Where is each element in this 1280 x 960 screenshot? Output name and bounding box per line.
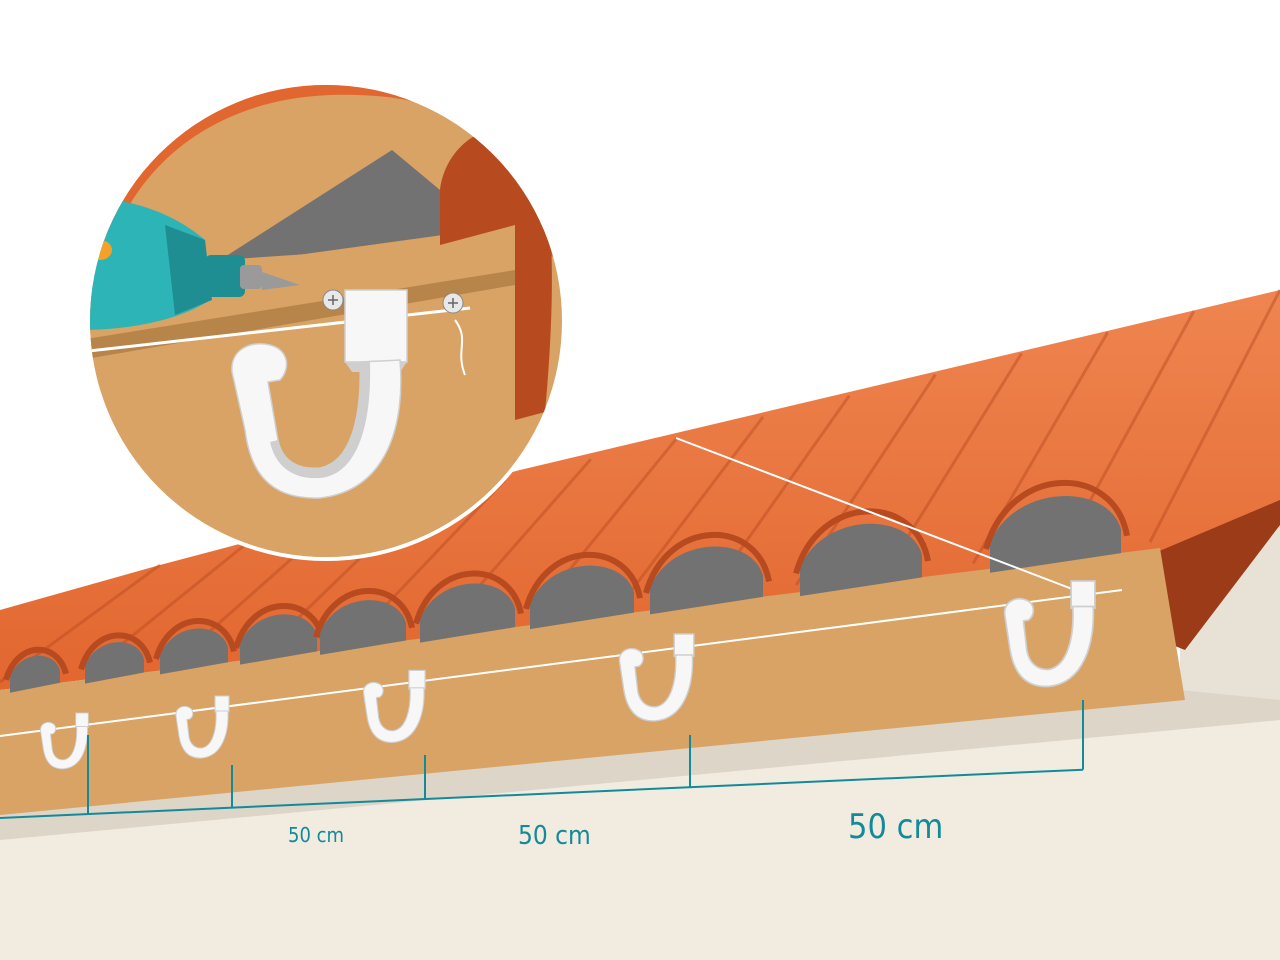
- tile-gap: [420, 583, 515, 643]
- dimension-baseline: [0, 768, 1084, 819]
- ground-shadow: [0, 690, 1280, 840]
- roof-end-cap: [1150, 500, 1280, 650]
- inset-gutter-bracket: [231, 289, 408, 499]
- tile-gap: [85, 642, 144, 684]
- screw-icon: [322, 289, 344, 311]
- dimension-label-3: 50 cm: [848, 807, 943, 847]
- tile-arch: [313, 588, 415, 638]
- tile-arch-row: [3, 479, 1130, 693]
- gutter-bracket: [1003, 580, 1096, 688]
- gutter-bracket: [175, 695, 230, 759]
- tile-arch: [78, 632, 153, 671]
- gutter-bracket: [40, 712, 89, 770]
- tile-gap: [160, 628, 228, 675]
- dimension-lines: [0, 700, 1084, 819]
- tile-gap: [800, 523, 922, 597]
- gutter-bracket: [618, 633, 695, 722]
- inset-roof-tile: [90, 85, 562, 260]
- inset-fascia-board: [90, 225, 560, 557]
- tile-gap: [10, 655, 60, 693]
- magnified-inset: [86, 81, 566, 561]
- tile-gap: [990, 496, 1121, 573]
- tile-arch: [793, 508, 931, 575]
- tile-gap: [650, 546, 763, 615]
- string-line-to-inset: [675, 437, 1081, 593]
- tile-arch: [153, 618, 237, 660]
- tile-gap: [320, 600, 406, 655]
- tile-arch: [643, 532, 772, 594]
- drill-icon: [90, 199, 300, 330]
- roof-tile-field: [0, 290, 1280, 690]
- tile-gap: [530, 565, 634, 630]
- dimension-label-1: 50 cm: [288, 823, 344, 847]
- fascia-board: [0, 548, 1185, 815]
- inset-tile-arch: [440, 128, 552, 421]
- inset-tile-gap: [220, 150, 440, 260]
- gutter-brackets: [40, 580, 1096, 770]
- tile-arch: [413, 570, 524, 625]
- tile-arch: [523, 551, 643, 610]
- dimension-label-2: 50 cm: [518, 821, 591, 851]
- gutter-bracket: [363, 669, 426, 743]
- tile-arch: [3, 646, 69, 681]
- tile-gap: [240, 614, 317, 665]
- ground: [0, 690, 1280, 960]
- tile-arch: [983, 479, 1130, 550]
- screw-icon: [442, 292, 466, 376]
